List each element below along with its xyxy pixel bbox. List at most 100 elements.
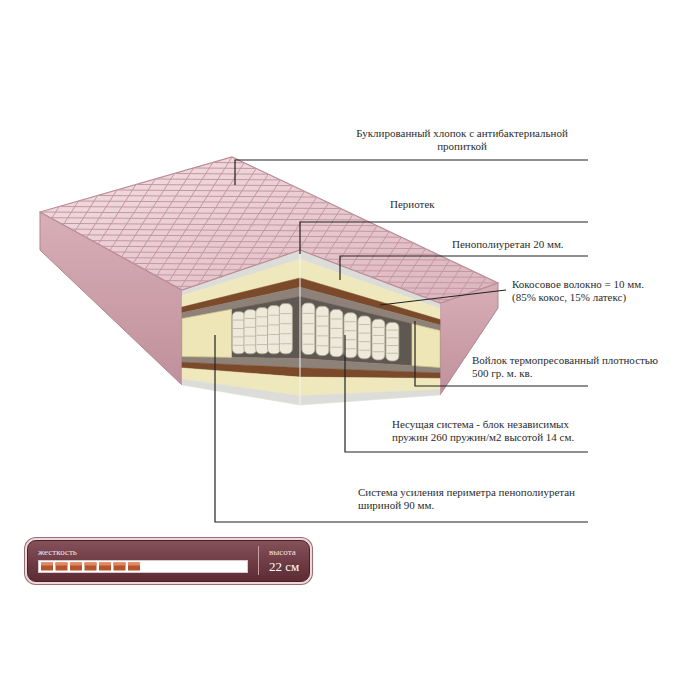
quilt-stitch	[0, 116, 22, 610]
quilt-stitch	[0, 89, 118, 583]
callout-box: Кокосовое волокно = 10 мм. (85% кокос, 1…	[512, 278, 660, 304]
callout-box: Несущая система - блок независимых пружи…	[392, 418, 607, 444]
pocket-spring	[386, 322, 399, 361]
quilt-stitch	[0, 375, 497, 385]
callout-label: Система усиления периметра пенополиурета…	[358, 486, 590, 512]
spring-coil	[373, 343, 384, 344]
pocket-spring	[256, 308, 269, 354]
stiffness-mark	[114, 563, 126, 571]
quilt-stitch	[151, 0, 464, 484]
callout-label: Пенополиуретан 20 мм.	[452, 238, 592, 251]
quilt-stitch	[0, 61, 214, 555]
stiffness-mark-light	[128, 563, 140, 566]
spring-coil	[280, 333, 291, 334]
quilt-stitch	[0, 67, 195, 561]
quilt-stitch	[0, 34, 310, 528]
quilt-stitch	[477, 0, 700, 390]
quilt-stitch	[349, 23, 700, 33]
mattress-layer	[300, 389, 440, 405]
stiffness-bar	[38, 560, 248, 573]
spring-coil	[359, 341, 370, 342]
mattress-layer	[300, 368, 440, 379]
quilt-stitch	[55, 17, 368, 511]
stiffness-track	[39, 561, 248, 573]
callout-label: Несущая система - блок независимых пружи…	[392, 418, 607, 444]
spring-coil	[373, 351, 384, 352]
quilt-stitch	[228, 0, 541, 462]
mattress-layer	[300, 297, 440, 368]
quilt-stitch	[0, 45, 272, 539]
stiffness-mark	[56, 563, 68, 571]
spring-coil	[280, 343, 291, 344]
quilt-stitch	[362, 0, 675, 423]
quilt-stitch	[176, 72, 700, 82]
quilt-stitch	[305, 0, 618, 440]
spring-coil	[245, 336, 256, 337]
quilt-stitch	[189, 0, 502, 473]
spring-coil	[280, 323, 291, 324]
mattress-layer	[182, 379, 300, 405]
leader-line	[340, 256, 588, 280]
pocket-spring	[279, 304, 292, 354]
quilt-stitch	[401, 0, 700, 412]
quilt-stitch	[381, 0, 694, 418]
spring-body	[372, 319, 385, 360]
quilt-stitch	[0, 215, 700, 225]
quilt-stitch	[0, 188, 700, 198]
quilt-stitch	[0, 314, 700, 324]
quilt-stitch	[195, 67, 700, 77]
spring-coil	[303, 313, 314, 314]
callout-label: Буклированный хлопок с антибактериальной…	[336, 127, 588, 153]
pocket-spring	[302, 303, 315, 354]
spring-coil	[359, 333, 370, 334]
quilt-stitch	[3, 122, 700, 132]
quilt-stitch	[137, 83, 700, 93]
callout-label: Кокосовое волокно = 10 мм. (85% кокос, 1…	[512, 278, 660, 304]
quilt-stitch	[0, 320, 689, 330]
spring-coil	[245, 327, 256, 328]
spring-coil	[345, 330, 356, 331]
callout-box: Войлок термопресованный плотностью 500 г…	[472, 354, 660, 380]
spring-coil	[257, 344, 268, 345]
quilt-stitch	[99, 94, 700, 104]
stiffness-mark	[70, 563, 82, 571]
pocket-spring	[316, 306, 329, 355]
spring-coil	[257, 316, 268, 317]
callout-label: Периотек	[390, 198, 510, 211]
quilt-stitch	[22, 116, 700, 126]
quilt-stitch	[0, 127, 700, 137]
quilt-stitch	[266, 0, 579, 451]
pocket-spring	[372, 319, 385, 360]
quilt-stitch	[516, 0, 700, 379]
spring-coil	[233, 328, 244, 329]
quilt-stitch	[132, 0, 445, 489]
panel-divider	[258, 546, 259, 575]
spring-coil	[233, 345, 244, 346]
spring-body	[302, 303, 315, 354]
quilt-stitch	[0, 237, 700, 247]
spring-coil	[317, 326, 328, 327]
quilt-stitch	[214, 61, 700, 71]
leader-line	[235, 160, 588, 185]
quilt-stitch	[0, 171, 700, 181]
spring-coil	[303, 333, 314, 334]
quilt-stitch	[247, 0, 560, 456]
callout-box: Пенополиуретан 20 мм.	[452, 238, 592, 251]
quilt-stitch	[368, 17, 700, 27]
spring-body	[232, 312, 245, 354]
spring-coil	[387, 337, 398, 338]
quilt-stitch	[0, 138, 700, 148]
spring-coil	[345, 348, 356, 349]
stiffness-mark-light	[70, 563, 82, 566]
leader-lines	[215, 160, 588, 522]
quilt-stitch	[554, 0, 700, 368]
quilt-stitch	[0, 177, 700, 187]
spring-body	[358, 316, 371, 359]
quilt-stitch	[170, 0, 483, 478]
spring-coil	[387, 345, 398, 346]
quilt-stitch	[61, 105, 700, 115]
quilt-stitch	[157, 78, 700, 88]
